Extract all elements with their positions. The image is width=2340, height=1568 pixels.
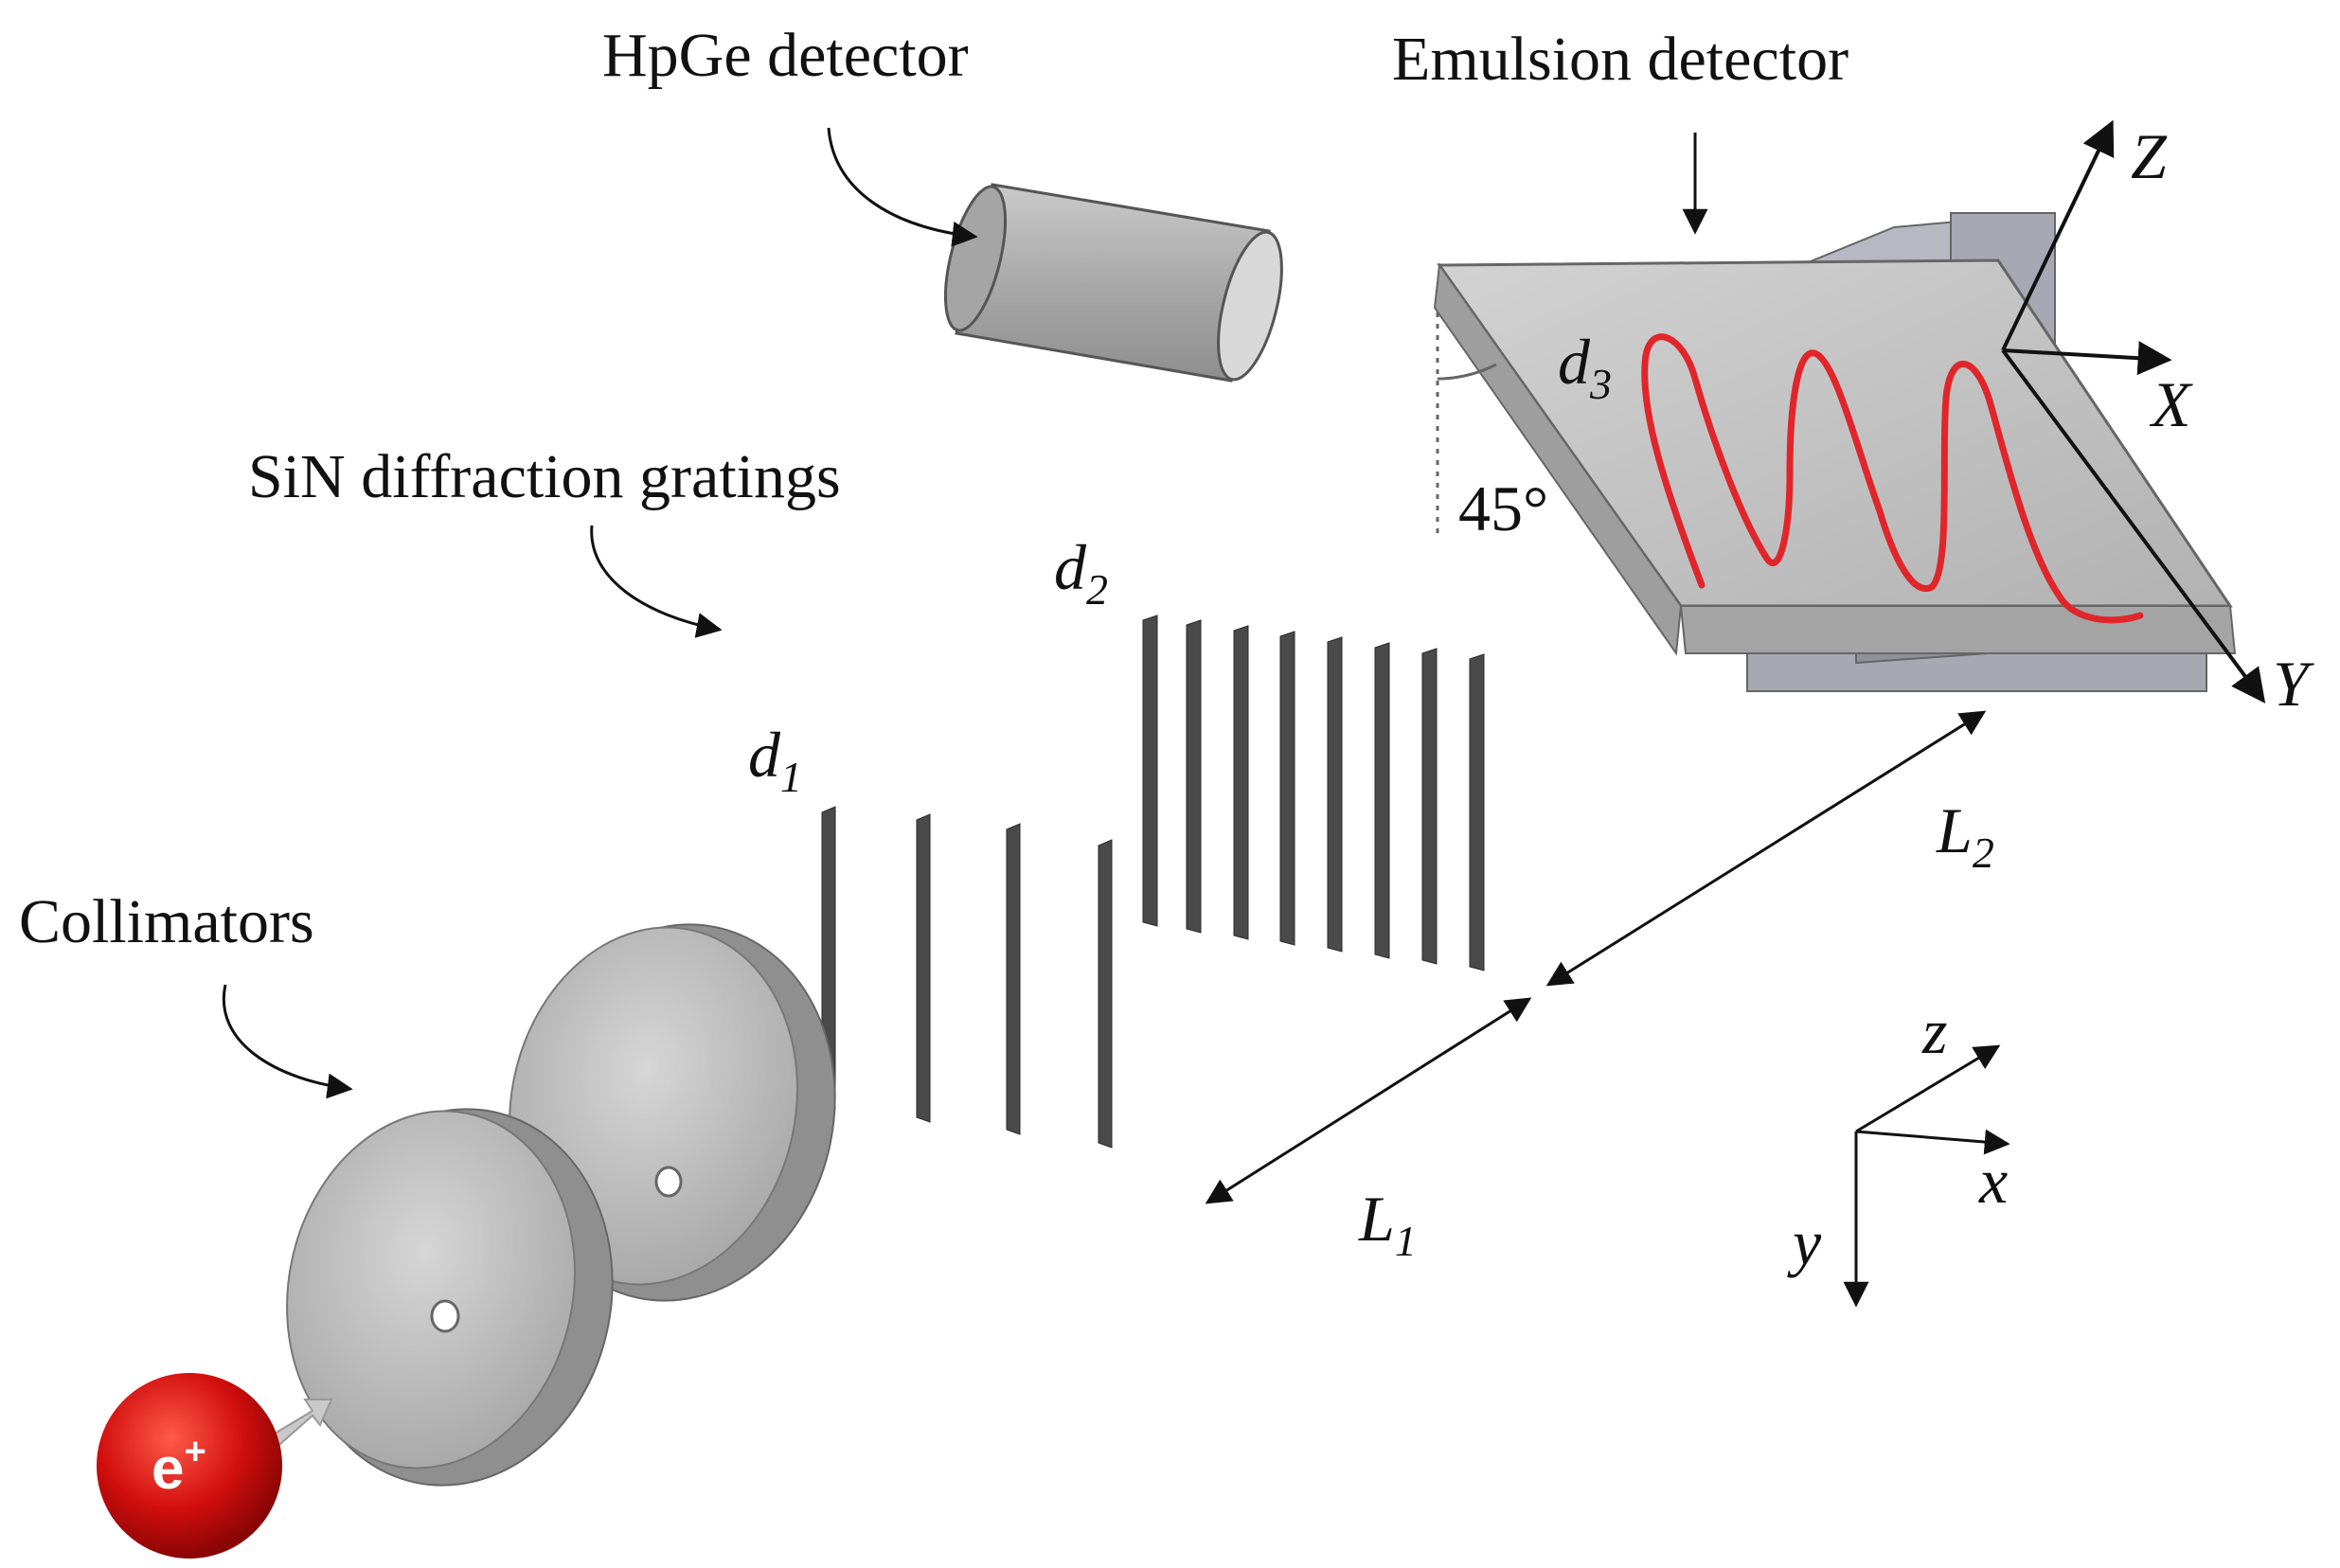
emulsion-label: Emulsion detector xyxy=(1392,25,1849,94)
d1-label: d1 xyxy=(748,719,802,801)
detector-axes xyxy=(2001,119,2266,704)
angle-arc xyxy=(1437,363,1497,381)
hpge-pointer-arrow xyxy=(827,127,978,247)
hpge-label: HpGe detector xyxy=(602,21,969,90)
grating-d1 xyxy=(821,806,1113,1149)
positron-icon xyxy=(97,1373,282,1559)
angle-label: 45° xyxy=(1458,472,1548,544)
lab-axes xyxy=(1843,1044,2010,1308)
positron-label: e+ xyxy=(152,1431,206,1502)
collimators-pointer-arrow xyxy=(222,984,353,1099)
axis-Z-label: Z xyxy=(2131,120,2168,192)
collimators-label: Collimators xyxy=(19,887,314,956)
axis-y-label: y xyxy=(1787,1206,1822,1278)
axis-Y-label: Y xyxy=(2273,648,2314,720)
L1-label: L1 xyxy=(1358,1183,1417,1265)
gratings-label: SiN diffraction gratings xyxy=(248,442,841,511)
particle-track xyxy=(1641,333,2144,624)
L1-dimension-arrow xyxy=(1205,997,1532,1204)
collimator-disc-front xyxy=(286,1108,614,1487)
emulsion-detector xyxy=(1433,211,2237,692)
axis-z-label: z xyxy=(1921,995,1947,1067)
d3-label: d3 xyxy=(1558,326,1612,408)
axis-x-label: x xyxy=(1978,1145,2008,1217)
grating-d2 xyxy=(1142,615,1485,971)
L2-label: L2 xyxy=(1936,794,1994,877)
axis-X-label: X xyxy=(2149,368,2193,440)
L2-dimension-arrow xyxy=(1545,710,1987,987)
gratings-pointer-arrow xyxy=(590,525,723,638)
hpge-detector xyxy=(943,183,1283,383)
d2-label: d2 xyxy=(1054,531,1108,614)
